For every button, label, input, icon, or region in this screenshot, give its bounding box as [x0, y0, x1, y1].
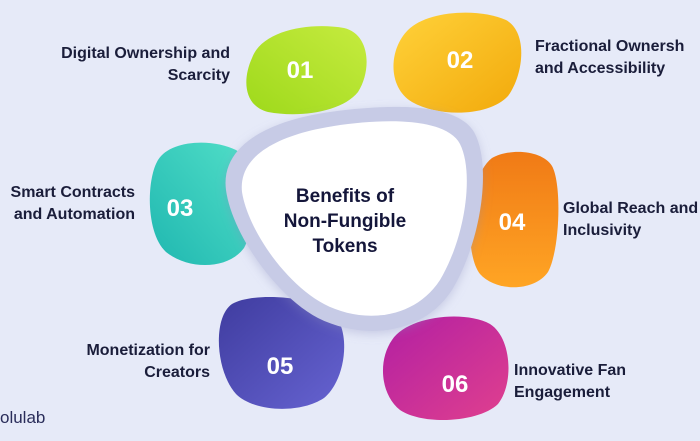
blob-04-number: 04: [499, 209, 526, 236]
blob-03-number: 03: [167, 195, 194, 222]
title-line-3: Tokens: [312, 236, 378, 257]
label-04-line-2: Inclusivity: [563, 222, 642, 239]
label-06-line-1: Innovative Fan: [514, 362, 627, 379]
blob-02-number: 02: [447, 47, 474, 74]
label-01-line-1: Digital Ownership and: [61, 45, 230, 62]
diagram-title: Benefits of Non-Fungible Tokens: [245, 184, 445, 259]
blob-06: 06: [382, 316, 509, 421]
blob-02: 02: [393, 12, 522, 113]
label-03-line-2: and Automation: [13, 206, 135, 223]
label-02: Fractional Ownersh and Accessibility: [535, 36, 700, 80]
brand-logo-text: olulab: [0, 408, 46, 427]
label-02-line-1: Fractional Ownersh: [535, 38, 685, 55]
label-04-line-1: Global Reach and: [563, 200, 699, 217]
blob-05: 05: [218, 297, 345, 409]
label-02-line-2: and Accessibility: [535, 60, 666, 77]
blob-06-number: 06: [442, 371, 469, 398]
label-06: Innovative Fan Engagement: [514, 360, 694, 404]
blob-04: 04: [469, 151, 559, 288]
blob-01-number: 01: [287, 57, 314, 84]
blob-01: 01: [246, 26, 367, 115]
label-01-line-2: Scarcity: [167, 67, 230, 84]
label-01: Digital Ownership and Scarcity: [20, 43, 230, 87]
label-05-line-1: Monetization for: [86, 342, 210, 359]
title-line-1: Benefits of: [295, 186, 395, 207]
label-04: Global Reach and Inclusivity: [563, 198, 700, 242]
blob-05-number: 05: [267, 353, 294, 380]
label-03: Smart Contracts and Automation: [0, 182, 135, 226]
title-line-2: Non-Fungible: [283, 211, 407, 232]
label-05-line-2: Creators: [144, 364, 210, 381]
label-03-line-1: Smart Contracts: [10, 184, 135, 201]
label-06-line-2: Engagement: [514, 384, 611, 401]
label-05: Monetization for Creators: [30, 340, 210, 384]
center-shape: [225, 106, 483, 331]
